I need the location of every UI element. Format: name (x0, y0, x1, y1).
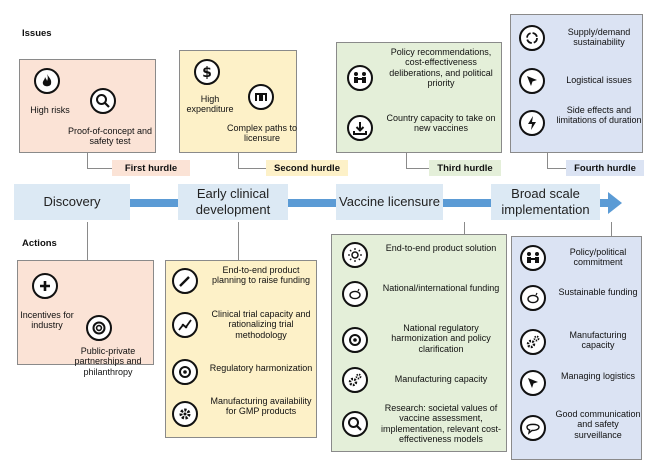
dollar-icon: $ (194, 59, 220, 85)
action-text: Research: societal values of vaccine ass… (380, 403, 502, 445)
stage-early-clinical: Early clinical development (178, 184, 288, 220)
gears-icon (520, 329, 546, 355)
svg-text:$: $ (202, 65, 212, 80)
issue-text: Side effects and limitations of duration (556, 105, 642, 126)
issues-fourth-hurdle-box: Supply/demand sustainability Logistical … (510, 14, 643, 153)
target-icon (172, 359, 198, 385)
first-hurdle-label: First hurdle (112, 160, 190, 176)
search-icon (342, 411, 368, 437)
trend-graph-icon (172, 312, 198, 338)
action-text: Sustainable funding (558, 287, 638, 297)
connector (238, 153, 239, 169)
actions-fourth-hurdle-box: Policy/political commitment Sustainable … (511, 236, 642, 460)
download-icon (347, 115, 373, 141)
action-text: Manufacturing capacity (569, 330, 627, 351)
connector (238, 168, 266, 169)
fourth-hurdle-label: Fourth hurdle (566, 160, 644, 176)
action-text: Incentives for industry (20, 310, 74, 331)
connector (547, 153, 548, 169)
connector (238, 222, 239, 260)
lifebuoy-icon (86, 315, 112, 341)
piggy-bank-icon (342, 281, 368, 307)
action-text: End-to-end product planning to raise fun… (211, 265, 311, 286)
committee-icon (347, 65, 373, 91)
action-text: National/international funding (382, 283, 500, 293)
connector (87, 222, 88, 260)
gear-icon (172, 401, 198, 427)
timeline-arrow-segment (288, 199, 336, 207)
action-text: Managing logistics (560, 371, 636, 381)
connector (87, 168, 112, 169)
action-text: Manufacturing capacity (394, 374, 488, 384)
lightning-icon (519, 110, 545, 136)
actions-third-hurdle-box: End-to-end product solution National/int… (331, 234, 507, 452)
fire-icon (34, 68, 60, 94)
connector (547, 168, 566, 169)
action-text: Public-private partnerships and philanth… (74, 346, 142, 377)
cycle-icon (519, 25, 545, 51)
timeline-arrow-segment (443, 199, 491, 207)
connector (464, 222, 465, 234)
third-hurdle-label: Third hurdle (429, 160, 501, 176)
gears-icon (342, 367, 368, 393)
connector (406, 168, 429, 169)
timeline-arrow-segment (130, 199, 178, 207)
issue-text: Country capacity to take on new vaccines (386, 113, 496, 134)
issue-text: Complex paths to licensure (226, 123, 298, 144)
action-text: Manufacturing availability for GMP produ… (210, 396, 312, 417)
action-text: Regulatory harmonization (209, 363, 313, 373)
actions-second-hurdle-box: End-to-end product planning to raise fun… (165, 260, 317, 438)
cursor-arrow-icon (519, 68, 545, 94)
pen-icon (172, 268, 198, 294)
issue-text: Supply/demand sustainability (567, 27, 631, 48)
issues-third-hurdle-box: Policy recommendations, cost-effectivene… (336, 42, 502, 153)
issue-text: Logistical issues (566, 75, 632, 85)
search-icon (90, 88, 116, 114)
issue-text: High risks (30, 105, 70, 115)
timeline-arrow-segment (600, 199, 612, 207)
second-hurdle-label: Second hurdle (266, 160, 348, 176)
issues-label: Issues (22, 28, 52, 39)
stage-licensure: Vaccine licensure (336, 184, 443, 220)
sun-icon (342, 242, 368, 268)
stage-discovery: Discovery (14, 184, 130, 220)
connector (406, 153, 407, 169)
target-icon (342, 327, 368, 353)
action-text: Good communication and safety surveillan… (555, 409, 641, 440)
issues-second-hurdle-box: $ High expenditure Complex paths to lice… (179, 50, 297, 153)
action-text: National regulatory harmonization and po… (391, 323, 491, 354)
chat-bubble-icon (520, 415, 546, 441)
piggy-bank-icon (520, 285, 546, 311)
connector (87, 153, 88, 169)
cursor-arrow-icon (520, 370, 546, 396)
actions-label: Actions (22, 238, 57, 249)
stage-implementation: Broad scale implementation (491, 184, 600, 220)
connector (611, 222, 612, 236)
actions-first-hurdle-box: Incentives for industry Public-private p… (17, 260, 154, 377)
action-text: Policy/political commitment (569, 247, 627, 268)
action-text: End-to-end product solution (385, 243, 497, 253)
issue-text: Policy recommendations, cost-effectivene… (389, 47, 493, 89)
issues-first-hurdle-box: High risks Proof-of-concept and safety t… (19, 59, 156, 153)
action-text: Clinical trial capacity and rationalizin… (211, 309, 311, 340)
committee-icon (520, 245, 546, 271)
plus-icon (32, 273, 58, 299)
issue-text: High expenditure (186, 94, 234, 115)
complex-path-icon (248, 84, 274, 110)
timeline-arrowhead-icon (608, 192, 622, 214)
issue-text: Proof-of-concept and safety test (67, 126, 153, 147)
